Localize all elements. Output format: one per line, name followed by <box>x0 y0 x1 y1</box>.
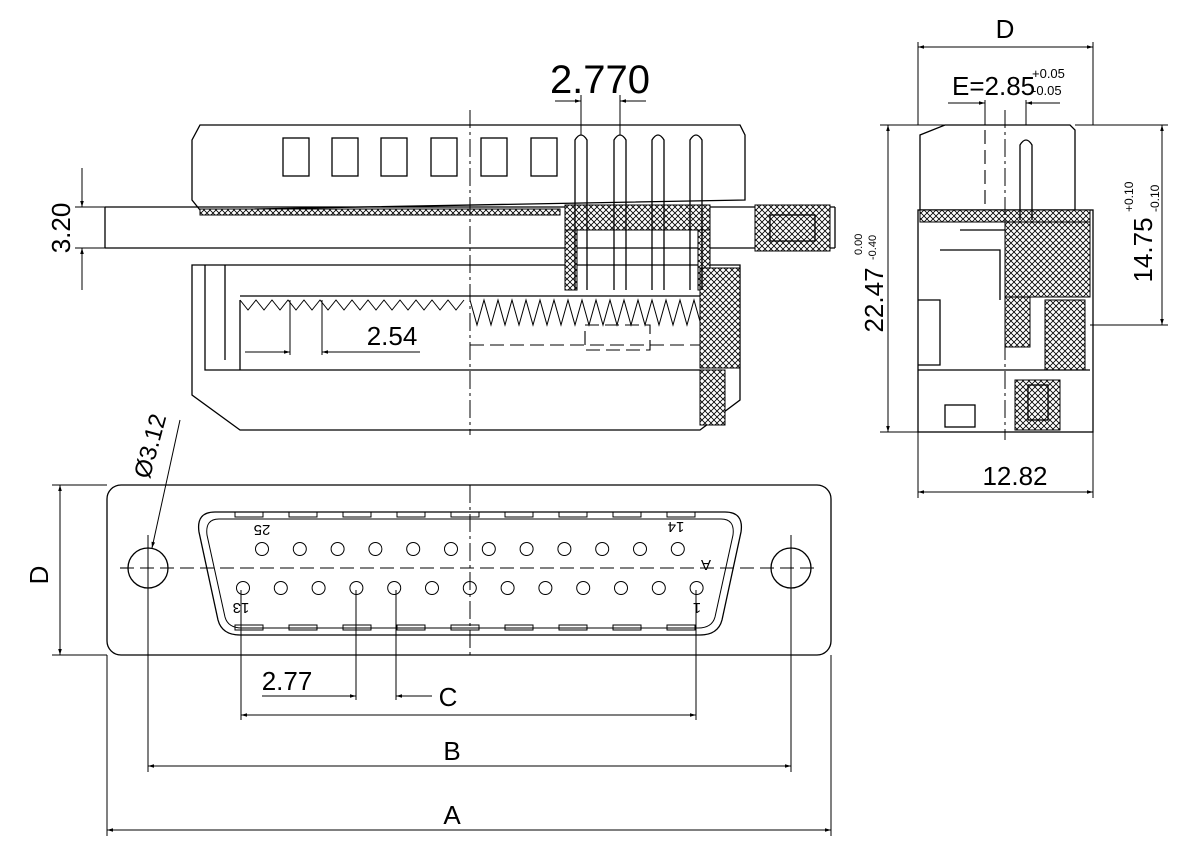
bottom-dimple <box>612 624 642 631</box>
e-label: E=2.85 <box>952 71 1035 101</box>
end-view: D E=2.85 +0.05 -0.05 22.47 0.00 -0.40 14… <box>853 14 1168 498</box>
bottom-dimple <box>396 624 426 631</box>
bottom-row-pin-9 <box>538 581 553 595</box>
dim-c: C <box>396 682 457 712</box>
bottom-dimple <box>288 624 318 631</box>
dim-hole-diameter: Ø3.12 <box>129 411 181 549</box>
height-tol-minus: -0.40 <box>867 235 879 260</box>
top-dimple <box>558 511 588 518</box>
a-label: A <box>443 800 461 830</box>
dim-side-width: 12.82 <box>917 432 1094 498</box>
top-dimple <box>288 511 318 518</box>
pin-height-label: 14.75 <box>1128 217 1158 282</box>
bottom-row-pin-13 <box>689 581 704 595</box>
vent-slots <box>282 137 558 177</box>
e-tol-minus: -0.05 <box>1032 83 1062 98</box>
top-row-pin-1 <box>255 542 269 556</box>
top-row-pin-8 <box>519 542 534 556</box>
top-row-pin-11 <box>633 542 647 556</box>
top-dimple <box>450 511 480 518</box>
row-pitch-label: 2.77 <box>262 666 313 696</box>
side-section-view: 2.770 3.20 2.54 <box>46 58 836 435</box>
dim-height-total: 22.47 0.00 -0.40 <box>853 124 945 433</box>
bottom-row-pin-11 <box>614 581 628 595</box>
dim-d-front: D <box>24 484 107 656</box>
bottom-dimple <box>666 624 696 631</box>
top-dimple <box>666 511 696 518</box>
contact-pitch-label: 2.54 <box>367 321 418 351</box>
side-width-label: 12.82 <box>982 461 1047 491</box>
top-row-pin-7 <box>481 542 496 556</box>
pin-pitch-label: 2.770 <box>550 58 650 102</box>
dim-row-pitch: 2.77 <box>240 590 697 720</box>
top-row-pin-3 <box>330 542 345 556</box>
b-label: B <box>443 736 460 766</box>
pin-label-14: 14 <box>668 518 685 535</box>
c-label: C <box>439 682 458 712</box>
pin-label-1: 1 <box>693 599 701 616</box>
dim-d-top: D <box>917 14 1094 125</box>
bottom-row-pin-3 <box>311 581 326 595</box>
front-view: 25 14 13 1 A D Ø3.12 2.77 C <box>24 411 832 836</box>
bottom-dimple <box>234 624 264 631</box>
bottom-row-pin-8 <box>500 581 515 595</box>
bottom-row-pin-6 <box>425 581 439 595</box>
bottom-dimple <box>450 624 480 631</box>
top-dimple <box>504 511 534 518</box>
dim-flange-thickness: 3.20 <box>46 168 190 290</box>
pin-grid <box>234 511 704 631</box>
hole-dia-label: Ø3.12 <box>129 411 172 481</box>
bottom-row-pin-7 <box>462 581 477 595</box>
bottom-row-pin-5 <box>387 581 402 595</box>
pin-label-25: 25 <box>254 521 271 538</box>
d-front-label: D <box>24 566 54 585</box>
dim-contact-pitch: 2.54 <box>245 300 420 355</box>
bottom-row-pin-2 <box>273 581 288 595</box>
bottom-row-pin-1 <box>236 581 250 595</box>
dim-a: A <box>106 655 832 836</box>
dim-e: E=2.85 +0.05 -0.05 <box>948 66 1065 125</box>
top-dimple <box>342 511 372 518</box>
bottom-row-pin-10 <box>576 581 591 595</box>
flange-thickness-label: 3.20 <box>46 203 76 254</box>
d-top-label: D <box>996 14 1015 44</box>
top-row-pin-10 <box>595 542 610 556</box>
top-row-pin-12 <box>670 542 685 556</box>
height-tol-plus: 0.00 <box>853 234 865 255</box>
height-total-label: 22.47 <box>859 267 889 332</box>
top-row-pin-6 <box>444 542 458 556</box>
top-row-pin-2 <box>292 542 307 556</box>
dim-pin-pitch-top: 2.770 <box>550 58 650 135</box>
polarity-marker: A <box>701 556 711 573</box>
bottom-dimple <box>558 624 588 631</box>
top-dimple <box>234 511 264 518</box>
e-tol-plus: +0.05 <box>1032 66 1065 81</box>
top-dimple <box>396 511 426 518</box>
pin-tol-minus: -0.10 <box>1148 184 1162 212</box>
bottom-row-pin-12 <box>651 581 666 595</box>
bottom-dimple <box>504 624 534 631</box>
top-row-pin-9 <box>557 542 572 556</box>
dim-pin-height: 14.75 +0.10 -0.10 <box>1075 124 1168 326</box>
dim-b: B <box>147 600 792 772</box>
top-row-pin-5 <box>406 542 421 556</box>
top-row-pin-4 <box>368 542 383 556</box>
pin-tol-plus: +0.10 <box>1122 181 1136 212</box>
bottom-dimple <box>342 624 372 631</box>
top-dimple <box>612 511 642 518</box>
